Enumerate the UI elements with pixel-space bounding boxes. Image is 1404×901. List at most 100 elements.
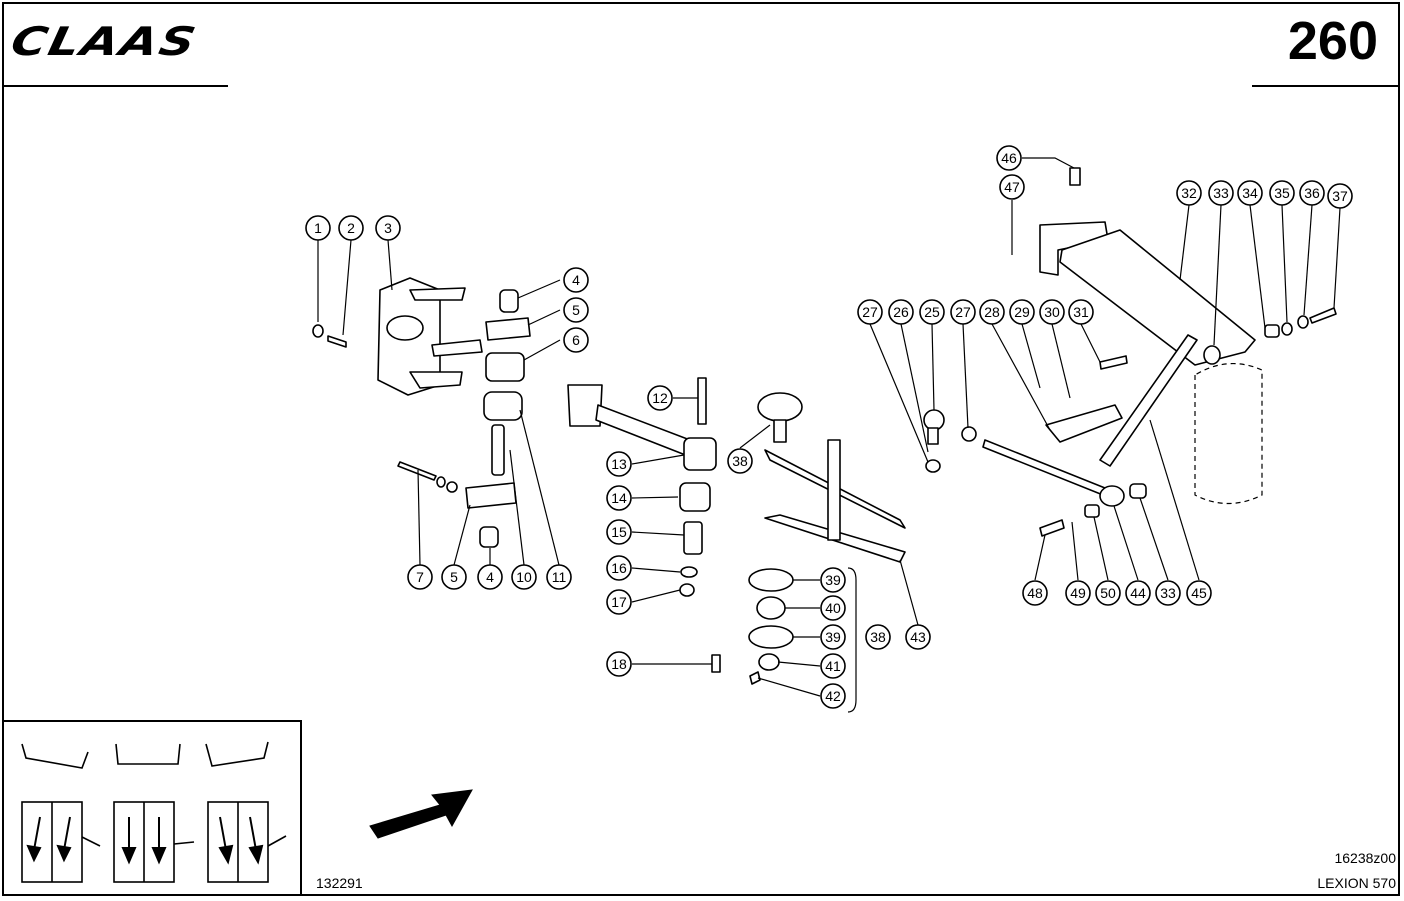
callout-39-lower: 39 <box>820 624 846 650</box>
callout-3: 3 <box>375 215 401 241</box>
svg-text:6: 6 <box>572 332 580 348</box>
bushing-33-top <box>1203 345 1221 365</box>
drawing-code: 16238z00 <box>1334 850 1396 866</box>
svg-text:39: 39 <box>825 572 841 588</box>
tie-rod-44 <box>982 439 1125 507</box>
svg-text:31: 31 <box>1073 304 1089 320</box>
clamp-block-upper <box>485 317 531 341</box>
leader-lines <box>317 157 1341 697</box>
svg-text:14: 14 <box>611 490 627 506</box>
callout-11: 11 <box>546 564 572 590</box>
callout-36: 36 <box>1299 180 1325 206</box>
svg-text:5: 5 <box>572 302 580 318</box>
svg-text:32: 32 <box>1181 185 1197 201</box>
callout-45: 45 <box>1186 580 1212 606</box>
callout-27-right: 27 <box>950 299 976 325</box>
sleeve-15 <box>683 521 703 555</box>
bushing-33-bottom <box>1129 483 1147 499</box>
callout-28: 28 <box>979 299 1005 325</box>
washer-nut <box>436 476 458 493</box>
callout-30: 30 <box>1039 299 1065 325</box>
callout-27-left: 27 <box>857 299 883 325</box>
callout-32: 32 <box>1176 180 1202 206</box>
ball-joint-25 <box>923 409 945 445</box>
bracket-plate <box>377 277 483 396</box>
svg-text:36: 36 <box>1304 185 1320 201</box>
small-bushing <box>499 289 519 313</box>
callout-12: 12 <box>647 385 673 411</box>
tank-outline <box>1194 362 1263 504</box>
legend-mounting-icon <box>2 720 302 896</box>
svg-text:44: 44 <box>1130 585 1146 601</box>
clamp-block-lower <box>465 482 517 509</box>
callout-34: 34 <box>1237 180 1263 206</box>
nut-27 <box>925 426 977 473</box>
svg-text:43: 43 <box>910 629 926 645</box>
callout-33-top: 33 <box>1208 180 1234 206</box>
rubber-bushing-14 <box>679 482 711 512</box>
nut-41 <box>758 653 780 671</box>
callout-6: 6 <box>563 327 589 353</box>
svg-text:38: 38 <box>870 629 886 645</box>
callout-16: 16 <box>606 555 632 581</box>
callout-44: 44 <box>1125 580 1151 606</box>
arm-bushing <box>683 437 717 471</box>
svg-text:48: 48 <box>1027 585 1043 601</box>
washer-36 <box>1297 315 1309 329</box>
callout-10: 10 <box>511 564 537 590</box>
callout-38-group: 38 <box>865 624 891 650</box>
svg-text:11: 11 <box>552 569 567 585</box>
bolt-46 <box>1069 167 1081 186</box>
callout-50: 50 <box>1095 580 1121 606</box>
rubber-mount-upper <box>485 352 525 382</box>
callout-39-upper: 39 <box>820 567 846 593</box>
model-name: LEXION 570 <box>1317 875 1396 891</box>
callout-37: 37 <box>1327 183 1353 209</box>
legend-profile-3 <box>205 741 269 767</box>
callout-5-upper: 5 <box>563 297 589 323</box>
arm-32 <box>1059 229 1256 366</box>
svg-text:2: 2 <box>347 220 355 236</box>
bolt-31 <box>1099 355 1128 370</box>
svg-text:40: 40 <box>825 600 841 616</box>
rubber-mount-lower <box>483 391 523 421</box>
svg-text:28: 28 <box>984 304 1000 320</box>
small-bushing-lower <box>479 526 499 548</box>
direction-arrow-icon <box>369 789 473 839</box>
callout-29: 29 <box>1009 299 1035 325</box>
callout-48: 48 <box>1022 580 1048 606</box>
group-brace-38 <box>847 567 857 713</box>
callout-4-lower: 4 <box>477 564 503 590</box>
callout-2: 2 <box>338 215 364 241</box>
callout-1: 1 <box>305 215 331 241</box>
page-number: 260 <box>1287 11 1378 71</box>
svg-text:25: 25 <box>924 304 940 320</box>
callout-5-lower: 5 <box>441 564 467 590</box>
svg-text:34: 34 <box>1242 185 1258 201</box>
svg-text:29: 29 <box>1014 304 1030 320</box>
disc-39b <box>748 625 794 649</box>
callout-42: 42 <box>820 683 846 709</box>
svg-text:45: 45 <box>1191 585 1207 601</box>
callout-18: 18 <box>606 651 632 677</box>
grease-nipple-42 <box>749 671 761 685</box>
callout-26: 26 <box>888 299 914 325</box>
svg-text:17: 17 <box>611 594 627 610</box>
legend-profile-2 <box>115 743 181 765</box>
svg-text:10: 10 <box>516 569 532 585</box>
spacer-34 <box>1264 324 1280 338</box>
bolt-12 <box>697 377 707 425</box>
svg-text:16: 16 <box>611 560 627 576</box>
washer-16 <box>680 566 698 578</box>
callout-4-upper: 4 <box>563 267 589 293</box>
mounting-bracket-47 <box>1039 221 1109 276</box>
header-rule-right <box>1252 85 1400 87</box>
callout-31: 31 <box>1068 299 1094 325</box>
svg-text:47: 47 <box>1004 179 1020 195</box>
left-screws <box>312 324 347 348</box>
svg-text:27: 27 <box>955 304 971 320</box>
callout-14: 14 <box>606 485 632 511</box>
svg-text:4: 4 <box>486 569 494 585</box>
